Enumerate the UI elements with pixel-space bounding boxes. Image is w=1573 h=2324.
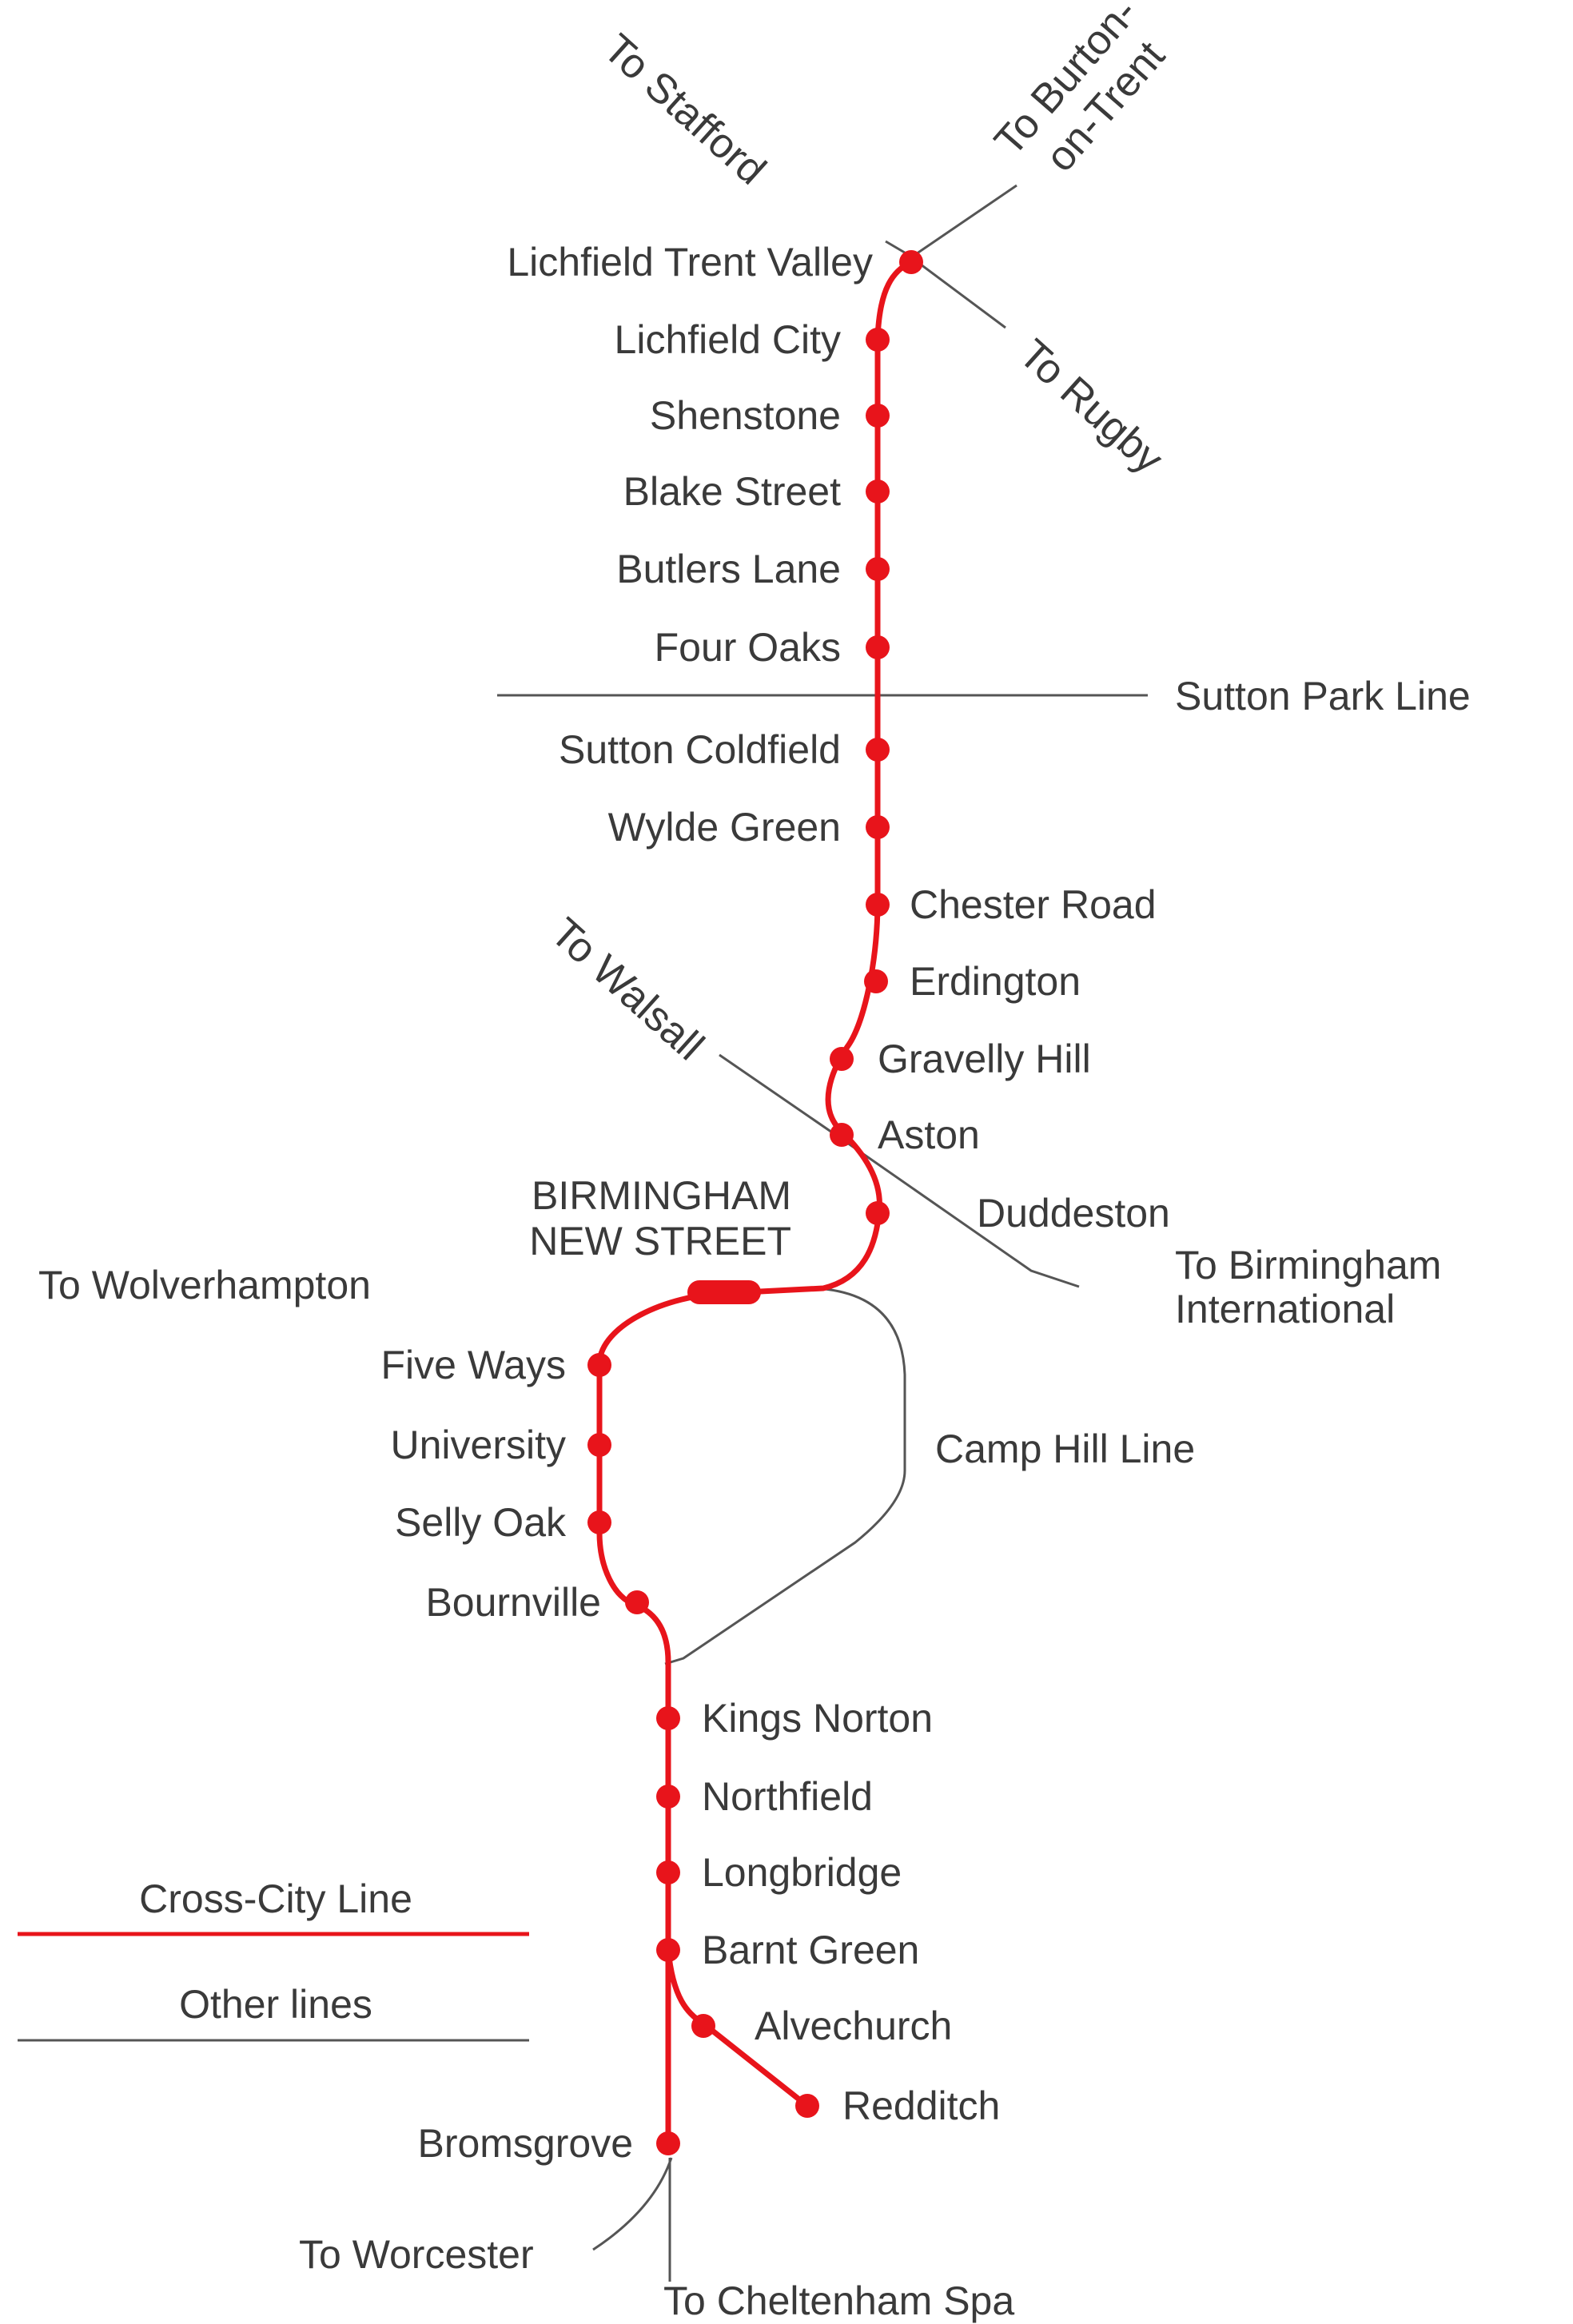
station-label-shenstone: Shenstone <box>650 393 841 438</box>
northfield-marker[interactable] <box>656 1785 680 1809</box>
blake-street-marker[interactable] <box>866 480 890 503</box>
to-cheltenham-spa-label: To Cheltenham Spa <box>663 2278 1014 2323</box>
four-oaks-marker[interactable] <box>866 635 890 659</box>
to-worcester-label: To Worcester <box>299 2232 534 2277</box>
station-label-kings-norton: Kings Norton <box>702 1696 933 1741</box>
camp-hill-line-track <box>664 1287 906 1665</box>
gravelly-hill-marker[interactable] <box>830 1047 854 1071</box>
station-label-alvechurch: Alvechurch <box>755 2004 952 2048</box>
station-label-aston: Aston <box>878 1112 980 1157</box>
erdington-marker[interactable] <box>864 969 888 993</box>
to-worcester-branch <box>592 2157 673 2251</box>
station-label-redditch: Redditch <box>842 2083 1000 2128</box>
chester-road-marker[interactable] <box>866 893 890 917</box>
station-label-gravelly-hill: Gravelly Hill <box>878 1037 1091 1081</box>
lichfield-city-marker[interactable] <box>866 328 890 352</box>
to-rugby-label: To Rugby <box>1010 331 1172 483</box>
five-ways-marker[interactable] <box>587 1353 611 1377</box>
to-birmingham-international-label-line1: To Birmingham <box>1175 1243 1441 1287</box>
station-label-lichfield-trent-valley: Lichfield Trent Valley <box>507 240 873 285</box>
to-wolverhampton-label: To Wolverhampton <box>38 1263 371 1307</box>
station-label-selly-oak: Selly Oak <box>395 1500 567 1545</box>
legend-other-lines-label: Other lines <box>179 1982 372 2027</box>
station-label-five-ways: Five Ways <box>381 1343 567 1387</box>
camp-hill-line-label: Camp Hill Line <box>935 1427 1195 1471</box>
alvechurch-marker[interactable] <box>691 2014 715 2038</box>
station-label-lichfield-city: Lichfield City <box>615 317 841 362</box>
to-walsall-to-birmingham-international-track <box>719 1053 1080 1288</box>
legend: Cross-City Line Other lines <box>18 1876 529 2042</box>
station-label-butlers-lane: Butlers Lane <box>616 547 841 591</box>
sutton-park-line-label: Sutton Park Line <box>1175 674 1471 718</box>
lichfield-trent-valley-marker[interactable] <box>899 250 923 274</box>
legend-cross-city-line-label: Cross-City Line <box>139 1876 412 1921</box>
station-label-bournville: Bournville <box>425 1580 601 1625</box>
station-label-university: University <box>391 1423 566 1467</box>
bournville-marker[interactable] <box>625 1590 649 1614</box>
station-label-wylde-green: Wylde Green <box>608 805 841 850</box>
kings-norton-marker[interactable] <box>656 1706 680 1730</box>
other-lines <box>497 184 1148 2282</box>
station-labels: Lichfield Trent Valley Lichfield City Sh… <box>381 240 1170 2166</box>
university-marker[interactable] <box>587 1433 611 1457</box>
to-stafford-label: To Stafford <box>595 26 775 194</box>
birmingham-new-street-station-marker[interactable] <box>687 1280 761 1304</box>
to-burton-branch <box>910 184 1017 259</box>
duddeston-marker[interactable] <box>866 1201 890 1225</box>
longbridge-marker[interactable] <box>656 1860 680 1884</box>
wylde-green-marker[interactable] <box>866 815 890 839</box>
aston-marker[interactable] <box>830 1123 854 1147</box>
station-label-blake-street: Blake Street <box>623 469 841 514</box>
redditch-marker[interactable] <box>795 2094 819 2118</box>
station-label-chester-road: Chester Road <box>910 882 1157 927</box>
station-label-birmingham-new-street-line1: BIRMINGHAM <box>532 1173 791 1218</box>
station-label-sutton-coldfield: Sutton Coldfield <box>559 727 841 772</box>
to-walsall-label: To Walsall <box>542 909 712 1069</box>
shenstone-marker[interactable] <box>866 404 890 428</box>
station-label-barnt-green: Barnt Green <box>702 1928 919 1972</box>
sutton-coldfield-marker[interactable] <box>866 738 890 762</box>
station-label-birmingham-new-street-line2: NEW STREET <box>529 1219 791 1263</box>
station-label-erdington: Erdington <box>910 959 1081 1004</box>
barnt-green-marker[interactable] <box>656 1938 680 1962</box>
station-label-bromsgrove: Bromsgrove <box>417 2121 633 2166</box>
butlers-lane-marker[interactable] <box>866 557 890 581</box>
to-rugby-branch <box>910 256 1006 329</box>
to-birmingham-international-label-line2: International <box>1175 1287 1395 1331</box>
bromsgrove-marker[interactable] <box>656 2131 680 2155</box>
station-label-duddeston: Duddeston <box>977 1191 1170 1236</box>
selly-oak-marker[interactable] <box>587 1510 611 1534</box>
station-label-four-oaks: Four Oaks <box>655 625 841 670</box>
station-label-northfield: Northfield <box>702 1774 873 1819</box>
station-markers <box>587 250 923 2155</box>
station-label-longbridge: Longbridge <box>702 1850 902 1895</box>
